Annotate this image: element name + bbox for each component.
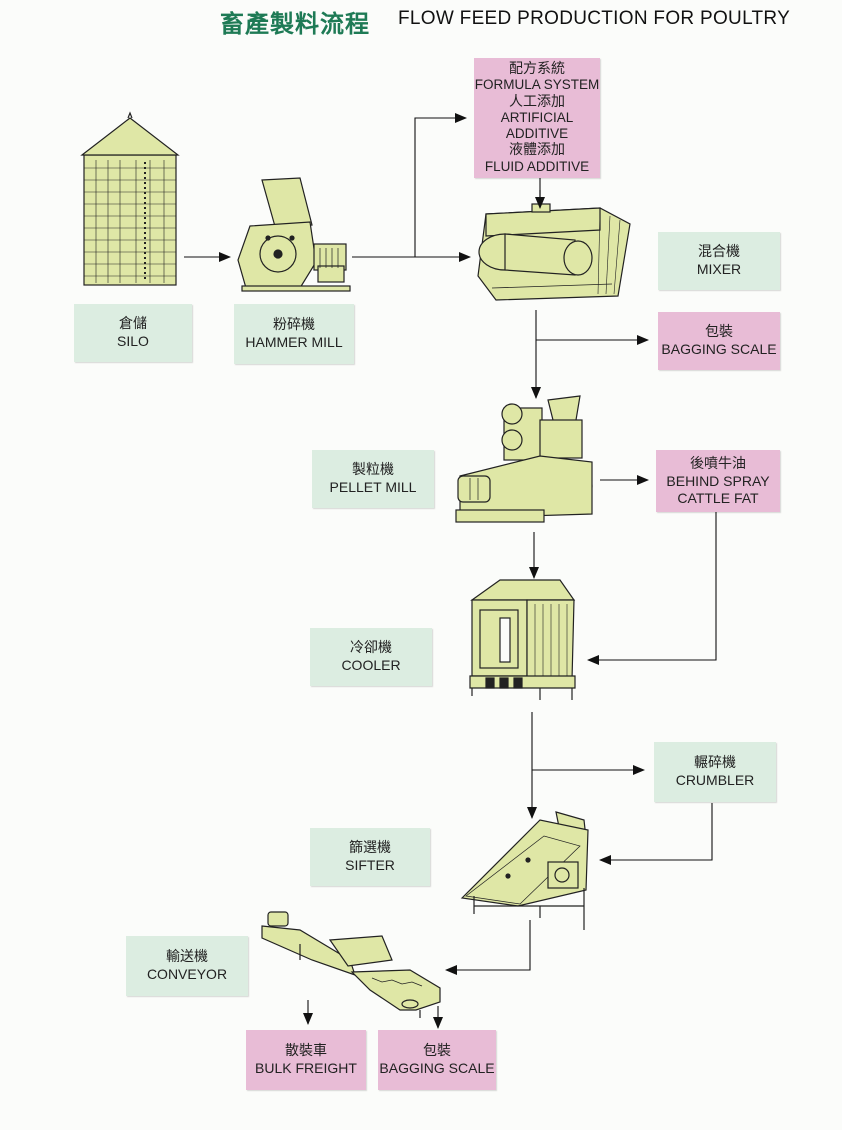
hammer-mill-label-zh: 粉碎機 [273,317,315,333]
formula-line-3: 人工添加 [509,93,565,110]
formula-line-2: FORMULA SYSTEM [474,77,600,93]
cattle-fat-label-en-2: CATTLE FAT [677,489,759,506]
sifter-label-en: SIFTER [345,857,395,873]
label-conveyor: 輸送機 CONVEYOR [126,936,248,996]
label-cooler: 冷卻機 COOLER [310,628,432,686]
label-hammer-mill: 粉碎機 HAMMER MILL [234,304,354,364]
label-bagging-scale-bottom: 包裝 BAGGING SCALE [378,1030,496,1090]
pellet-mill-label-zh: 製粒機 [352,462,394,478]
label-bagging-scale-top: 包裝 BAGGING SCALE [658,312,780,370]
formula-line-4: ARTIFICIAL [500,109,574,125]
bagging-bottom-label-en: BAGGING SCALE [379,1060,495,1076]
title-english: FLOW FEED PRODUCTION FOR POULTRY [398,8,791,29]
cooler-label-en: COOLER [341,657,401,673]
label-pellet-mill: 製粒機 PELLET MILL [312,450,434,508]
formula-line-1: 配方系統 [509,60,565,77]
mixer-label-en: MIXER [696,261,742,277]
pellet-mill-label-en: PELLET MILL [329,479,417,495]
silo-label-en: SILO [117,333,149,349]
arrow-crumbler-to-sifter [599,803,713,865]
label-sifter: 篩選機 SIFTER [310,828,430,886]
arrow-spray-to-cooler [587,512,717,665]
bagging-top-label-en: BAGGING SCALE [661,341,777,357]
title-chinese: 畜產製料流程 [220,10,370,38]
conveyor-icon [261,911,441,1018]
silo-label-zh: 倉儲 [119,316,147,332]
label-formula-system: 配方系統 FORMULA SYSTEM 人工添加 ARTIFICIAL ADDI… [474,58,600,178]
label-behind-spray-cattle-fat: 後噴牛油 BEHIND SPRAY CATTLE FAT [656,450,780,512]
cooler-label-zh: 冷卻機 [350,640,392,656]
arrow-sifter-to-conveyor [445,920,531,975]
label-mixer: 混合機 MIXER [658,232,780,290]
silo-icon [80,111,180,286]
cattle-fat-label-zh: 後噴牛油 [690,455,746,472]
sifter-label-zh: 篩選機 [349,840,391,856]
label-crumbler: 輾碎機 CRUMBLER [654,742,776,802]
cooler-icon [469,579,576,700]
arrow-to-formula-system [352,113,467,258]
crumbler-label-zh: 輾碎機 [694,755,736,771]
formula-line-7: FLUID ADDITIVE [484,158,590,174]
conveyor-label-en: CONVEYOR [146,966,228,982]
bagging-bottom-label-zh: 包裝 [423,1043,451,1059]
bagging-top-label-zh: 包裝 [705,324,733,340]
formula-line-5: ADDITIVE [505,126,569,142]
cattle-fat-label-en-1: BEHIND SPRAY [666,472,770,489]
label-bulk-freight: 散裝車 BULK FREIGHT [246,1030,366,1090]
label-silo: 倉儲 SILO [74,304,192,362]
bulk-freight-label-en: BULK FREIGHT [255,1060,357,1076]
mixer-icon [477,190,631,301]
sifter-icon [460,811,589,930]
pellet-mill-icon [455,395,593,523]
hammer-mill-icon [237,177,351,292]
mixer-label-zh: 混合機 [698,244,740,260]
crumbler-label-en: CRUMBLER [675,772,755,788]
flow-connectors [184,113,717,1029]
formula-line-6: 液體添加 [509,142,565,159]
hammer-mill-label-en: HAMMER MILL [245,334,343,350]
bulk-freight-label-zh: 散裝車 [285,1043,327,1059]
conveyor-label-zh: 輸送機 [166,949,208,965]
